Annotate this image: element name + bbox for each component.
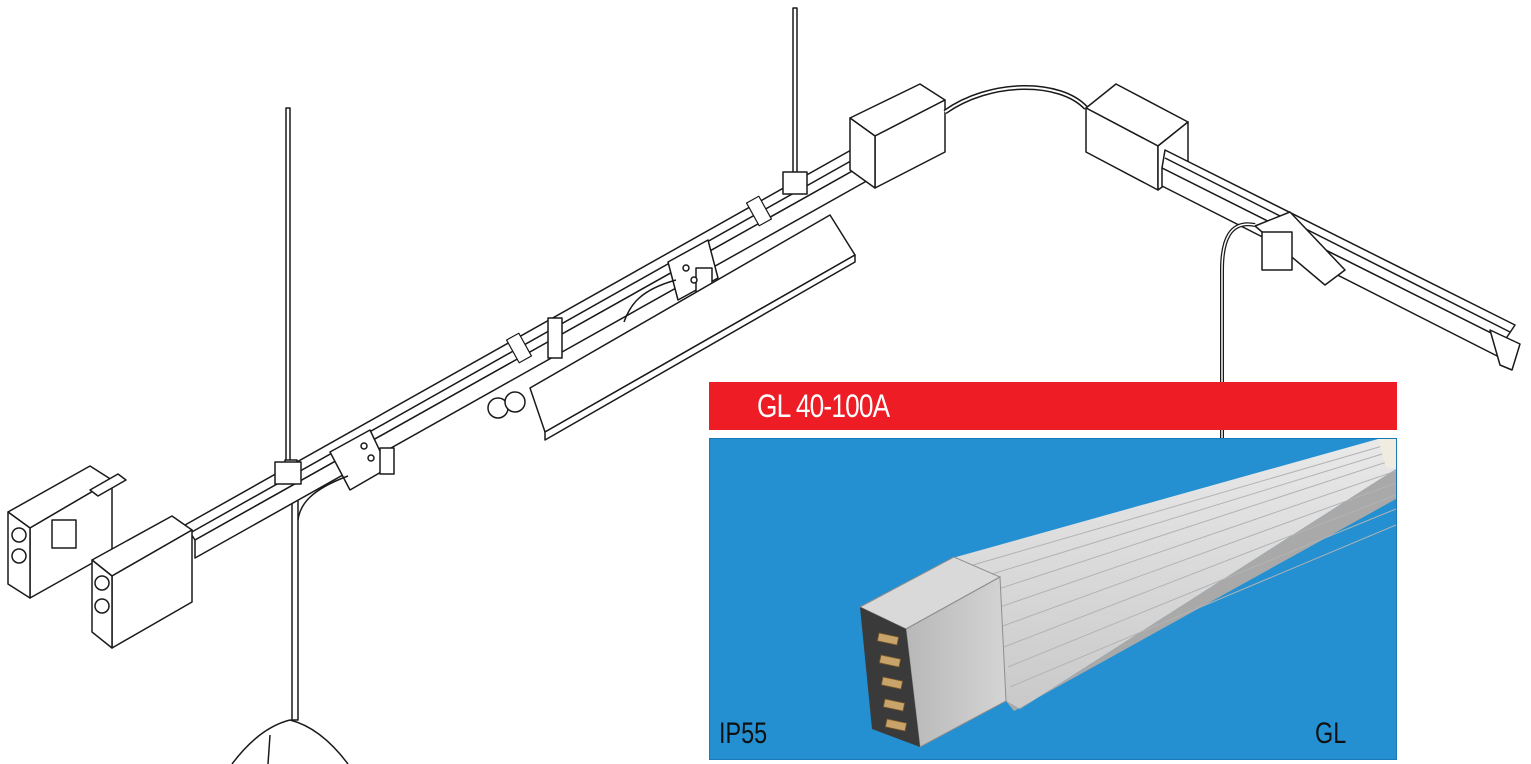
drop-cable xyxy=(623,279,677,323)
drop-cable xyxy=(297,475,349,521)
end-feed-box-2 xyxy=(91,515,193,649)
busbar-joint xyxy=(505,195,773,364)
tap-off-box-3 xyxy=(1254,211,1346,286)
busbar-right-run xyxy=(1161,149,1521,371)
product-inset: GL 40-100A xyxy=(709,382,1397,760)
suspension-rod-center xyxy=(792,7,798,184)
suspension-rod-left xyxy=(284,107,299,721)
luminaire xyxy=(487,214,856,441)
tap-off-box-1 xyxy=(329,429,395,491)
drop-cable xyxy=(1221,223,1256,440)
product-title-bar: GL 40-100A xyxy=(709,382,1397,430)
flexible-elbow xyxy=(944,86,1087,113)
tap-off-box-2 xyxy=(667,239,719,301)
ip-rating-label: IP55 xyxy=(719,717,768,750)
end-feed-box-1 xyxy=(7,465,127,599)
hanger-clamp xyxy=(274,171,808,485)
corner-box-left xyxy=(849,83,946,189)
busbar-profile-illustration xyxy=(858,439,1396,748)
pendant-lamp xyxy=(231,719,349,764)
product-series-label: GL xyxy=(1315,717,1347,750)
product-title: GL 40-100A xyxy=(757,388,890,424)
product-photo: IP55 GL xyxy=(709,438,1397,760)
